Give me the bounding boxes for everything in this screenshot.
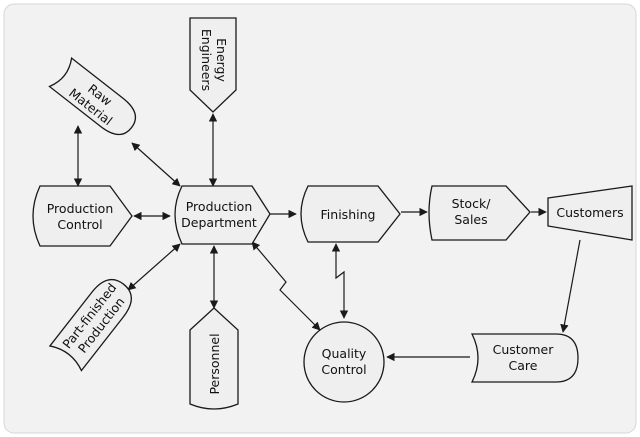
node-finishing: Finishing — [300, 185, 401, 243]
node-customer-care: Customer Care — [470, 333, 579, 383]
customers-label: Customers — [556, 205, 623, 220]
node-personnel: Personnel — [189, 307, 239, 410]
production-department-line1: Production — [186, 199, 253, 214]
finishing-label: Finishing — [321, 207, 376, 222]
node-customers: Customers — [547, 185, 633, 241]
production-department-line2: Department — [181, 215, 257, 230]
node-production-control: Production Control — [32, 185, 133, 247]
node-stock-sales: Stock/ Sales — [428, 185, 531, 241]
node-energy-engineers: Energy Engineers — [189, 17, 237, 113]
customer-care-line1: Customer — [493, 342, 555, 357]
connectors — [73, 113, 581, 362]
energy-engineers-line1: Energy — [214, 38, 229, 82]
customer-care-line2: Care — [509, 358, 538, 373]
stock-sales-line1: Stock/ — [452, 196, 492, 211]
link-customers-customer-care — [560, 239, 581, 333]
personnel-label: Personnel — [207, 333, 222, 394]
production-control-line2: Control — [57, 217, 102, 232]
link-production-department-quality-control — [251, 241, 321, 331]
link-raw-material-production-department — [131, 142, 181, 187]
link-finishing-quality-control — [331, 243, 349, 319]
quality-control-line1: Quality — [322, 346, 367, 361]
quality-control-line2: Control — [321, 362, 366, 377]
energy-engineers-line2: Engineers — [199, 29, 214, 91]
node-production-department: Production Department — [174, 185, 271, 245]
stock-sales-line2: Sales — [454, 212, 487, 227]
link-part-finished-production-department — [127, 243, 181, 291]
production-control-line1: Production — [47, 201, 114, 216]
node-quality-control: Quality Control — [303, 321, 385, 403]
